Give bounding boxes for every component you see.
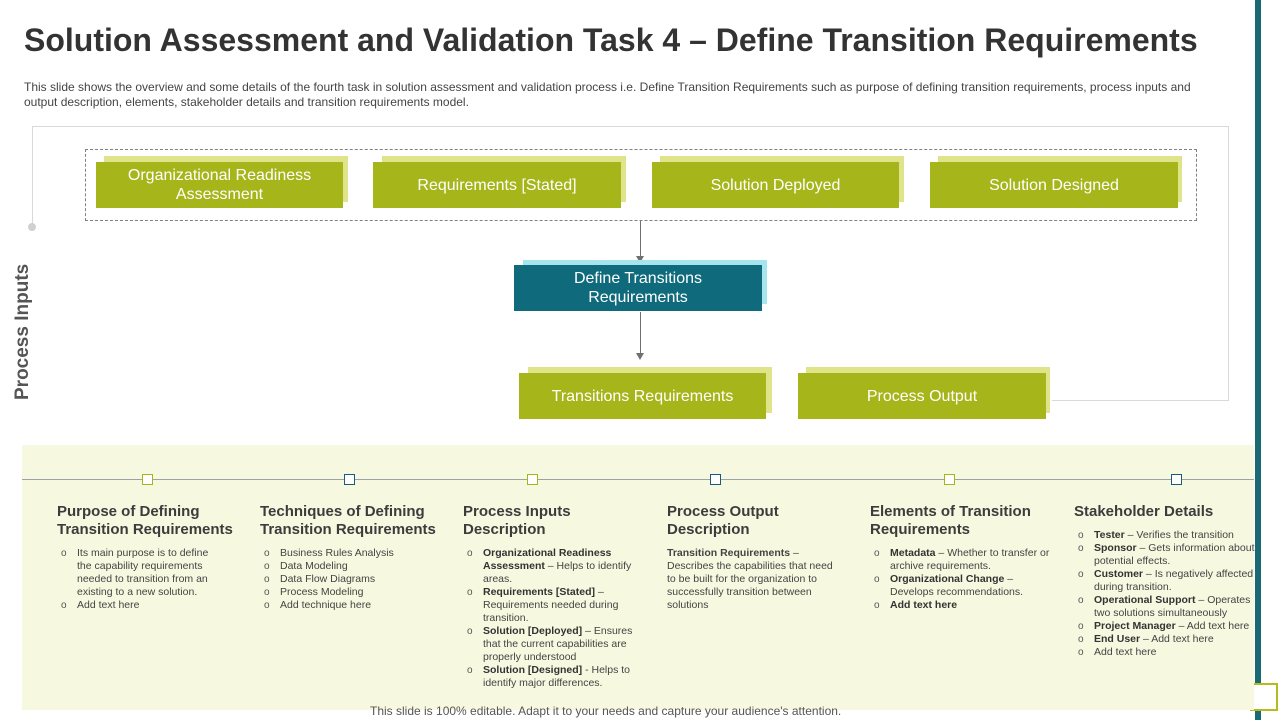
- list-item: Solution [Designed] - Helps to identify …: [463, 664, 638, 690]
- bullet-list: Its main purpose is to define the capabi…: [57, 547, 242, 612]
- frame-bottom-line: [1052, 400, 1229, 401]
- list-item: Add text here: [1074, 646, 1256, 659]
- frame-right-line: [1228, 126, 1229, 400]
- list-item: Add technique here: [260, 599, 445, 612]
- bullet-list: Business Rules Analysis Data Modeling Da…: [260, 547, 445, 612]
- list-item: Data Flow Diagrams: [260, 573, 445, 586]
- list-item: Customer – Is negatively affected during…: [1074, 568, 1256, 594]
- column-heading: Process Output Description: [667, 503, 779, 538]
- column-process-output: Process Output Description Transition Re…: [667, 503, 842, 612]
- process-inputs-label: Process Inputs: [12, 263, 33, 400]
- output-box-transitions-requirements: Transitions Requirements: [519, 373, 766, 419]
- bullet-list: Tester – Verifies the transition Sponsor…: [1074, 529, 1256, 659]
- column-purpose: Purpose of Defining Transition Requireme…: [57, 503, 242, 612]
- timeline-marker: [710, 474, 721, 485]
- list-item: Metadata – Whether to transfer or archiv…: [870, 547, 1050, 573]
- column-heading: Process Inputs Description: [463, 503, 571, 538]
- output-box-process-output: Process Output: [798, 373, 1046, 419]
- list-item: End User – Add text here: [1074, 633, 1256, 646]
- input-box-solution-designed: Solution Designed: [930, 162, 1178, 208]
- column-stakeholders: Stakeholder Details Tester – Verifies th…: [1074, 503, 1256, 659]
- input-box-readiness: Organizational Readiness Assessment: [96, 162, 343, 208]
- column-heading: Stakeholder Details: [1074, 503, 1214, 520]
- list-item: Tester – Verifies the transition: [1074, 529, 1256, 542]
- frame-top-line: [32, 126, 1229, 127]
- list-item: Data Modeling: [260, 560, 445, 573]
- list-item: Add text here: [57, 599, 242, 612]
- footer-note: This slide is 100% editable. Adapt it to…: [370, 704, 842, 718]
- list-item: Project Manager – Add text here: [1074, 620, 1256, 633]
- timeline-marker: [527, 474, 538, 485]
- column-heading: Purpose of Defining Transition Requireme…: [57, 503, 233, 538]
- timeline-marker: [944, 474, 955, 485]
- list-item: Requirements [Stated] – Requirements nee…: [463, 586, 638, 625]
- list-item: Solution [Deployed] – Ensures that the c…: [463, 625, 638, 664]
- bullet-list: Metadata – Whether to transfer or archiv…: [870, 547, 1050, 612]
- output-description: Transition Requirements – Describes the …: [667, 547, 833, 611]
- frame-dot: [28, 223, 36, 231]
- corner-decoration: [1250, 683, 1278, 711]
- column-elements: Elements of Transition Requirements Meta…: [870, 503, 1050, 612]
- arrow-to-outputs: [640, 312, 641, 354]
- timeline-marker: [344, 474, 355, 485]
- column-heading: Elements of Transition Requirements: [870, 503, 1031, 538]
- bullet-list: Organizational Readiness Assessment – He…: [463, 547, 638, 690]
- list-item: Business Rules Analysis: [260, 547, 445, 560]
- column-process-inputs: Process Inputs Description Organizationa…: [463, 503, 638, 690]
- list-item: Organizational Change – Develops recomme…: [870, 573, 1050, 599]
- frame-left-line: [32, 126, 33, 226]
- center-box-define-transitions: Define Transitions Requirements: [514, 265, 762, 311]
- timeline-line: [22, 479, 1254, 480]
- list-item: Its main purpose is to define the capabi…: [57, 547, 222, 599]
- column-heading: Techniques of Defining Transition Requir…: [260, 503, 436, 538]
- timeline-marker: [142, 474, 153, 485]
- list-item: Process Modeling: [260, 586, 445, 599]
- inputs-dashed-group: [85, 149, 1197, 221]
- right-accent-bar: [1255, 0, 1261, 720]
- arrow-to-center: [640, 221, 641, 257]
- arrow-head-down: [636, 256, 644, 263]
- list-item: Operational Support – Operates two solut…: [1074, 594, 1256, 620]
- input-box-solution-deployed: Solution Deployed: [652, 162, 899, 208]
- input-box-requirements-stated: Requirements [Stated]: [373, 162, 621, 208]
- column-techniques: Techniques of Defining Transition Requir…: [260, 503, 445, 612]
- timeline-marker: [1171, 474, 1182, 485]
- list-item: Organizational Readiness Assessment – He…: [463, 547, 638, 586]
- arrow-head-down: [636, 353, 644, 360]
- list-item: Sponsor – Gets information about potenti…: [1074, 542, 1256, 568]
- slide-title: Solution Assessment and Validation Task …: [24, 22, 1198, 58]
- list-item: Add text here: [870, 599, 1050, 612]
- slide-description: This slide shows the overview and some d…: [24, 80, 1191, 109]
